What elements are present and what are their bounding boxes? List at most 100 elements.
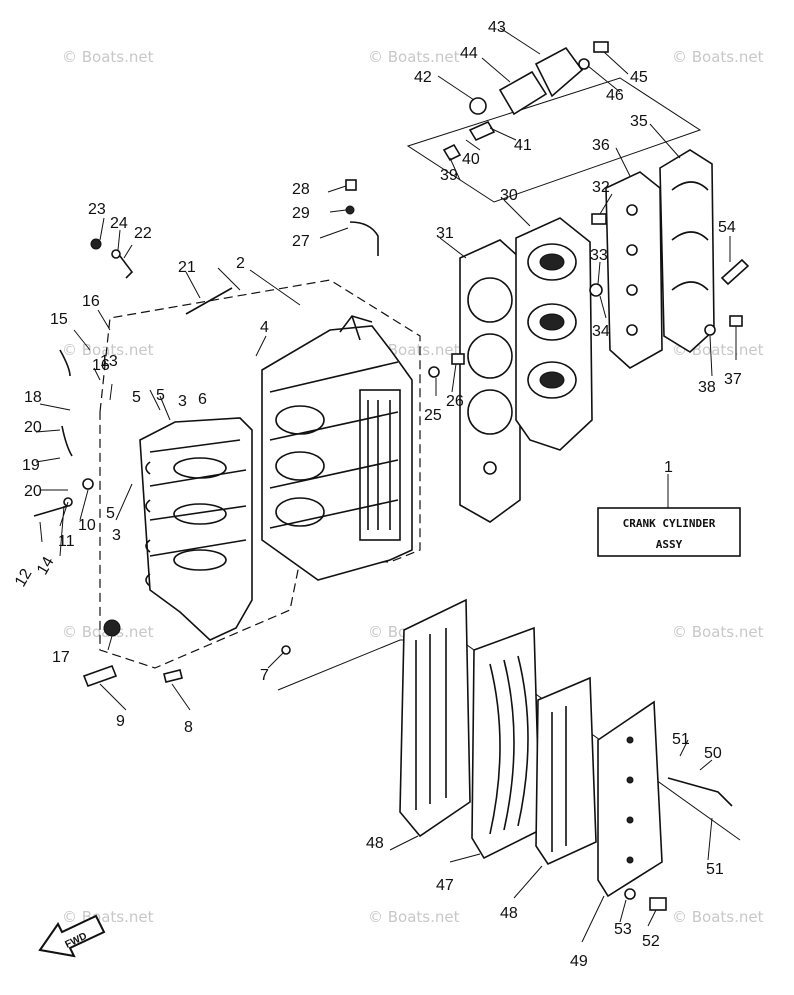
watermark: © Boats.net [62,341,154,359]
bolt-part [345,179,357,191]
fitting-part [469,97,487,115]
washer-part [345,205,355,215]
callout-label: 41 [514,137,532,154]
callout-label: 3 [178,393,187,410]
leader-lines [35,27,737,943]
assembly-label-line2: ASSY [656,538,683,551]
callout-label: 51 [672,731,690,748]
callout-label: 5 [106,505,115,522]
plug-part [163,669,183,683]
washer-part [624,888,636,900]
callout-label: 49 [570,953,588,970]
callout-labels: 2 3 4 5 5 3 5 6 7 8 9 10 11 12 13 14 15 … [12,19,742,970]
callout-label: 16 [92,357,110,374]
callout-label: 5 [156,387,165,404]
callout-label: 4 [260,319,269,336]
callout-label: 47 [436,877,454,894]
gasket-part [498,70,548,116]
forward-arrow-icon [38,914,106,958]
callout-label: 5 [132,389,141,406]
head-cover-gasket-part [605,171,663,369]
hardware-parts [33,41,750,911]
hose-part [667,777,733,807]
callout-label: 17 [52,649,70,666]
callout-label: 22 [134,225,152,242]
callout-label: 43 [488,19,506,36]
washer-part [428,366,440,378]
bolt-part [90,238,102,250]
callout-label: 33 [590,247,608,264]
callout-label: 52 [642,933,660,950]
callout-label: 31 [436,225,454,242]
callout-label: 37 [724,371,742,388]
watermark: © Boats.net [672,48,764,66]
head-gasket-part [459,239,521,523]
callout-label: 45 [630,69,648,86]
exhaust-cover-part [597,700,663,898]
callout-label: 18 [24,389,42,406]
callout-label: 24 [110,215,128,232]
washer-part [704,324,716,336]
washer-part [82,478,94,490]
watermark: © Boats.net [672,623,764,641]
exhaust-plate-stack [399,598,663,898]
callout-label: 7 [260,667,269,684]
callout-label: 30 [500,187,518,204]
assembly-label-box [597,507,741,557]
callout-label: 48 [366,835,384,852]
watermark: © Boats.net [368,908,460,926]
bolt-part [593,41,609,53]
assembly-label: 1 CRANK CYLINDER ASSY [597,459,741,557]
callout-label: 6 [198,391,207,408]
callout-label: 19 [22,457,40,474]
callout-label: 11 [58,533,75,550]
callout-label: 10 [78,517,96,534]
bolt-part [729,315,743,327]
callout-label: 3 [112,527,121,544]
bolt-part [451,353,465,365]
thermostat-part [468,120,496,142]
watermark: © Boats.net [672,908,764,926]
bracket-part [119,255,134,279]
callout-label: 29 [292,205,310,222]
callout-label: 32 [592,179,610,196]
exhaust-gasket-part [399,598,471,838]
top-cover-group-outline [406,77,702,203]
callout-label: 35 [630,113,648,130]
callout-label: 14 [34,554,58,578]
assembly-label-line1: CRANK CYLINDER [623,517,716,530]
assembly-number: 1 [664,459,673,476]
bolt-part [591,213,607,225]
callout-label: 20 [24,483,42,500]
hose-part [61,425,73,457]
washer-part [589,283,603,297]
callout-label: 21 [178,259,196,276]
bolt-part [33,505,69,517]
callout-label: 50 [704,745,722,762]
stud-bolt-part [185,287,233,315]
watermark: © Boats.net [62,48,154,66]
callout-label: 48 [500,905,518,922]
washer-part [111,249,121,259]
callout-label: 42 [414,69,432,86]
callout-label: 54 [718,219,736,236]
clip-part [442,143,462,162]
callout-label: 44 [460,45,478,62]
callout-label: 53 [614,921,632,938]
callout-label: 26 [446,393,464,410]
callout-label: 25 [424,407,442,424]
callout-label: 9 [116,713,125,730]
callout-label: 51 [706,861,724,878]
crankcase-group-outline [99,279,421,669]
seal-part [103,619,121,637]
callout-label: 8 [184,719,193,736]
callout-label: 36 [592,137,610,154]
bolt-part [649,897,667,911]
cylinder-head-part [515,217,593,451]
thermostat-cover-part [534,46,584,98]
callout-label: 46 [606,87,624,104]
bracket-part [349,221,379,256]
watermark: © Boats.net [62,908,154,926]
callout-label: 2 [236,255,245,272]
